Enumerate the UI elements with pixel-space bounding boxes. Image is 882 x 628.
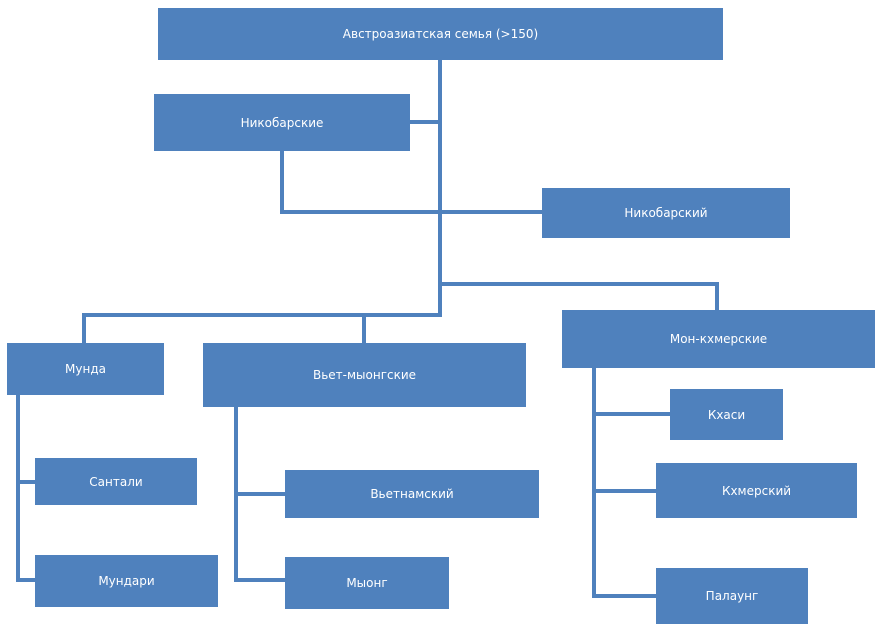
connector-monkhmer-children [592,366,672,598]
connector-munda-children [16,393,37,582]
node-nicobarese-language: Никобарский [542,188,790,238]
node-vietnamese-language: Вьетнамский [285,470,539,518]
connector-nicobarese-nicobar [280,149,544,214]
node-muong-language: Мыонг [285,557,449,609]
connector-root-monkhmer [438,282,719,312]
node-santali-language: Сантали [35,458,197,505]
node-palaung-language: Палаунг [656,568,808,624]
connector-vietmuong-children [234,405,287,582]
node-munda-branch: Мунда [7,343,164,395]
node-mundari-language: Мундари [35,555,218,607]
node-austroasiatic-family: Австроазиатская семья (>150) [158,8,723,60]
node-nicobarese-branch: Никобарские [154,94,410,151]
node-khmer-language: Кхмерский [656,463,857,518]
connector-root-munda [82,313,442,345]
node-khasi-language: Кхаси [670,389,783,440]
node-viet-muong-branch: Вьет-мыонгские [203,343,526,407]
node-mon-khmer-branch: Мон-кхмерские [562,310,875,368]
